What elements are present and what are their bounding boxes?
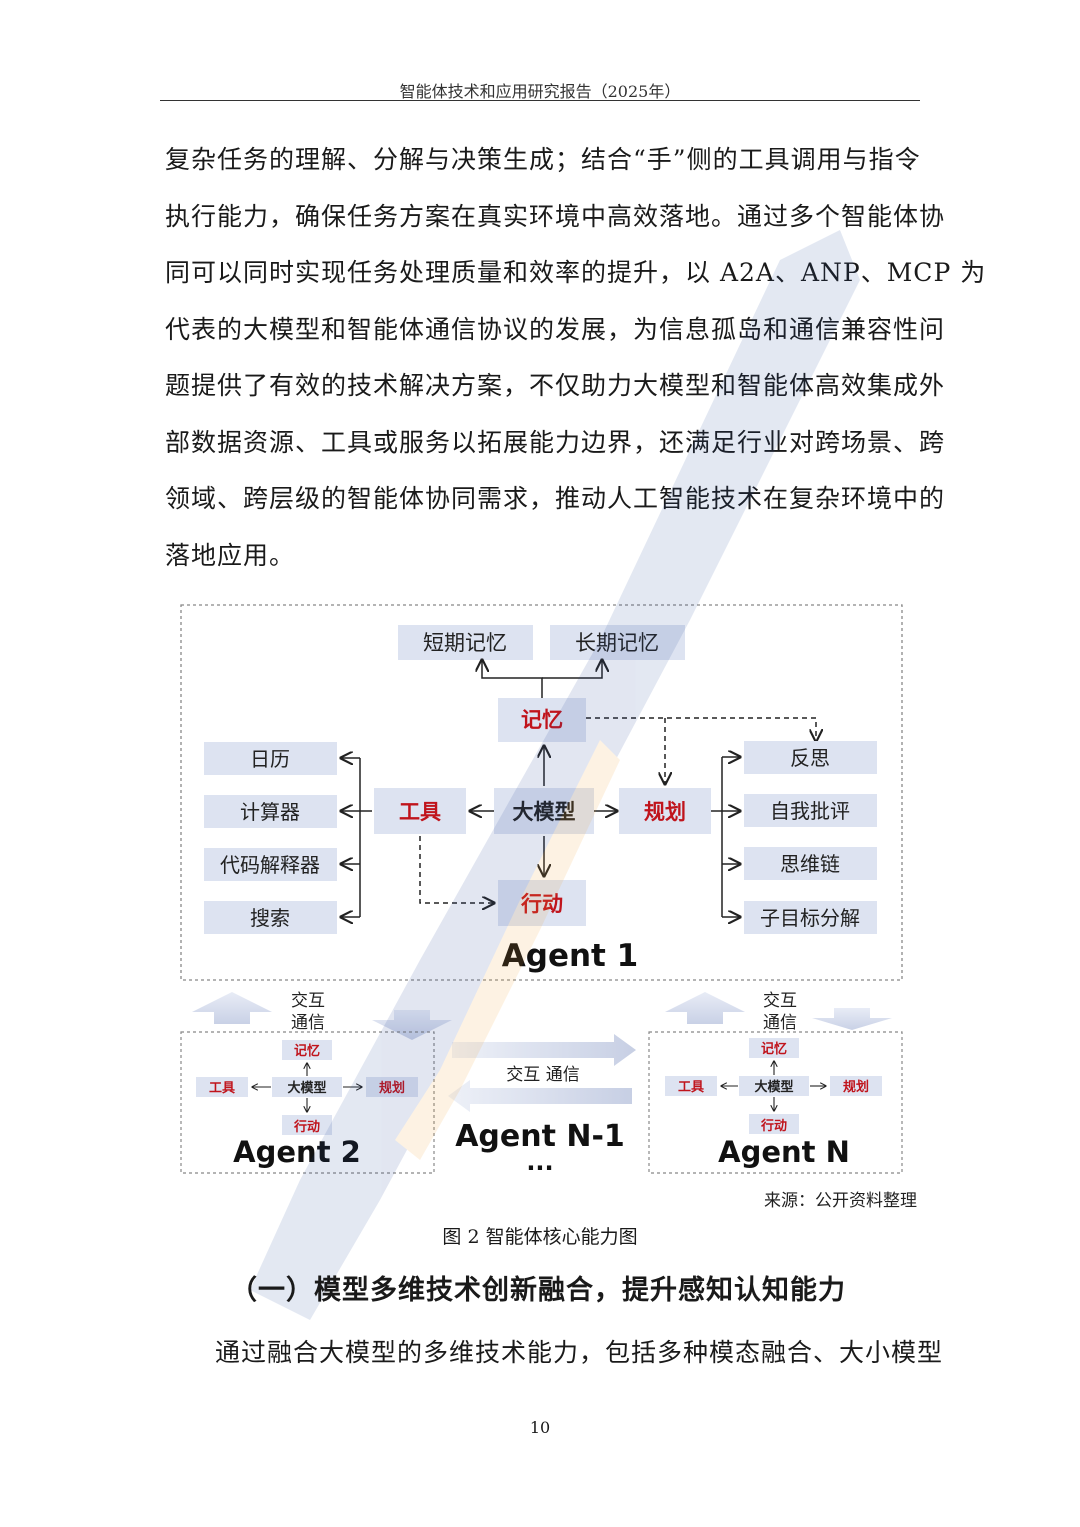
svg-text:规划: 规划 (843, 1079, 869, 1095)
agent2-mini: 记忆 大模型 工具 规划 行动 Agent 2 (196, 1040, 418, 1169)
tool-item-code-interpreter: 代码解释器 (220, 853, 320, 877)
body-line: 落地应用。 (165, 540, 296, 570)
comm-left-label-2: 通信 (291, 1013, 325, 1033)
tool-item-calendar: 日历 (250, 747, 290, 771)
tool-item-search: 搜索 (250, 906, 290, 930)
figure-caption: 图 2 智能体核心能力图 (442, 1226, 638, 1248)
body-line: 领域、跨层级的智能体协同需求，推动人工智能技术在复杂环境中的 (165, 484, 946, 513)
plan-item-self-critique: 自我批评 (770, 799, 850, 823)
header-rule (160, 100, 920, 101)
comm-right-label-2: 通信 (763, 1013, 797, 1033)
memory-label: 记忆 (521, 708, 563, 732)
body-line: 同可以同时实现任务处理质量和效率的提升，以 A2A、ANP、MCP 为 (165, 258, 987, 287)
llm-label: 大模型 (513, 800, 576, 824)
svg-text:记忆: 记忆 (294, 1043, 320, 1059)
long-memory-box: 长期记忆 (550, 625, 685, 660)
agentN-title: Agent N (718, 1135, 850, 1169)
agent2-title: Agent 2 (233, 1135, 361, 1169)
svg-text:工具: 工具 (209, 1081, 235, 1096)
agent1-title: Agent 1 (502, 938, 638, 974)
comm-middle-label: 交互 通信 (506, 1065, 579, 1085)
plan-label: 规划 (644, 800, 686, 824)
long-memory-label: 长期记忆 (575, 631, 659, 655)
agentN-frame (648, 1031, 903, 1174)
action-node: 行动 (498, 880, 586, 926)
short-memory-box: 短期记忆 (398, 625, 533, 660)
svg-text:大模型: 大模型 (287, 1080, 326, 1096)
page-number: 10 (529, 1418, 551, 1437)
plan-node: 规划 (619, 788, 711, 834)
tool-items: 日历 计算器 代码解释器 搜索 (204, 742, 337, 934)
svg-text:行动: 行动 (293, 1119, 320, 1135)
agent2-frame (180, 1031, 435, 1174)
agentN1-title: Agent N-1 (455, 1119, 625, 1154)
body-line: 题提供了有效的技术解决方案，不仅助力大模型和智能体高效集成外 (165, 371, 946, 400)
plan-item-subgoal: 子目标分解 (760, 906, 860, 930)
body-paragraph-2: 通过融合大模型的多维技术能力，包括多种模态融合、大小模型 (215, 1338, 944, 1367)
tools-label: 工具 (399, 800, 441, 824)
svg-text:大模型: 大模型 (754, 1079, 793, 1095)
comm-left-label-1: 交互 (291, 991, 325, 1011)
agentN-mini: 记忆 大模型 工具 规划 行动 Agent N (665, 1038, 882, 1169)
action-label: 行动 (520, 892, 563, 916)
body-line: 执行能力，确保任务方案在真实环境中高效落地。通过多个智能体协 (165, 201, 946, 231)
comm-right-label-1: 交互 (763, 991, 797, 1011)
figure-source: 来源：公开资料整理 (764, 1191, 917, 1211)
plan-items: 反思 自我批评 思维链 子目标分解 (744, 741, 877, 934)
llm-node: 大模型 (494, 788, 594, 834)
short-memory-label: 短期记忆 (423, 631, 507, 655)
comm-middle-arrows: 交互 通信 Agent N-1 ... (448, 1034, 636, 1176)
svg-text:记忆: 记忆 (761, 1041, 787, 1057)
plan-item-chain-of-thought: 思维链 (780, 852, 840, 876)
agents-ellipsis: ... (526, 1148, 553, 1176)
section-heading: （一）模型多维技术创新融合，提升感知认知能力 (230, 1275, 846, 1306)
page-header: 智能体技术和应用研究报告（2025年） (399, 82, 681, 101)
body-line: 复杂任务的理解、分解与决策生成；结合“手”侧的工具调用与指令 (165, 145, 921, 174)
comm-left-arrows: 交互 通信 (192, 991, 452, 1040)
agent1-frame (180, 604, 903, 981)
body-line: 代表的大模型和智能体通信协议的发展，为信息孤岛和通信兼容性问 (165, 314, 946, 344)
svg-text:工具: 工具 (678, 1080, 704, 1095)
body-line: 部数据资源、工具或服务以拓展能力边界，还满足行业对跨场景、跨 (165, 427, 946, 457)
comm-right-arrows: 交互 通信 (665, 991, 892, 1033)
svg-text:规划: 规划 (379, 1080, 405, 1096)
tools-node: 工具 (374, 788, 466, 834)
plan-item-reflection: 反思 (790, 746, 830, 770)
body-paragraph: 复杂任务的理解、分解与决策生成；结合“手”侧的工具调用与指令 执行能力，确保任务… (165, 132, 987, 584)
tool-item-calculator: 计算器 (240, 800, 300, 824)
svg-text:行动: 行动 (760, 1118, 787, 1134)
memory-node: 记忆 (498, 698, 586, 742)
